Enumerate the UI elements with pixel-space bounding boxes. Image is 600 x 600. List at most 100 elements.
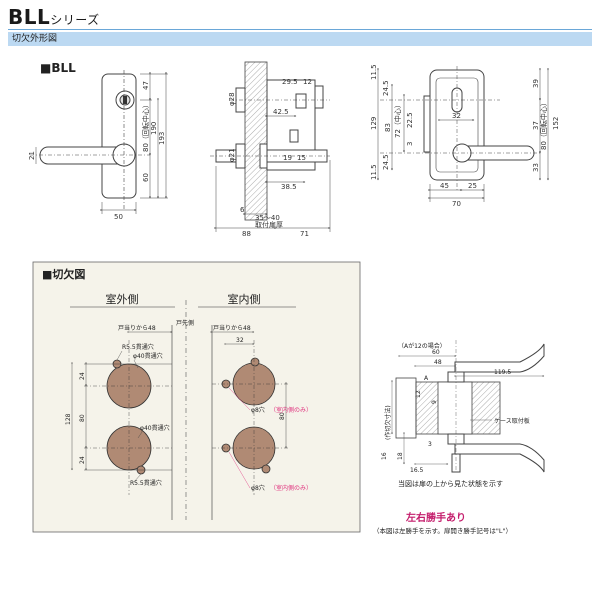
dim-side-door-thickness: 取付扉厚: [255, 220, 283, 229]
dim-back-24-5-top: 24.5: [382, 80, 390, 96]
top-dim-60: 60: [432, 349, 440, 356]
dim-back-37: 37: [532, 121, 540, 130]
dim-back-83: 83: [384, 123, 392, 132]
dim-front-21: 21: [28, 151, 36, 160]
indoor-annotations: 戸当りから48 32 80 φ8穴 （室内側のみ） φ8穴 （室内側のみ）: [213, 324, 312, 492]
dim-front-193: 193: [158, 132, 166, 145]
top-dim-119-5: 119.5: [494, 369, 511, 376]
outdoor-cutout: [71, 331, 173, 495]
outdoor-note-r5-upper: R5.5貫通穴: [122, 343, 154, 351]
dim-side-phi21: φ21: [228, 148, 236, 162]
outline-label: ■BLL: [40, 61, 76, 75]
front-view-dims: 47 193 190 80（回転中心） 60 21 50: [28, 81, 166, 221]
title-rule: [8, 29, 592, 30]
side-view: [210, 61, 331, 232]
dim-side-6: 6: [240, 206, 245, 214]
indoor-dim-32: 32: [236, 337, 244, 344]
outdoor-annotations: 戸当りから48 R5.5貫通穴 φ40貫通穴 φ40貫通穴 R5.5貫通穴 12…: [65, 324, 170, 487]
handing-note: （本図は左勝手を示す。扉開き勝手記号は"L"）: [373, 526, 512, 535]
dim-front-47: 47: [142, 81, 150, 90]
dim-front-60: 60: [142, 173, 150, 182]
dim-front-80: 80（回転中心）: [141, 101, 150, 152]
top-dim-a: A: [424, 375, 429, 382]
dim-back-72: 72（中心）: [393, 101, 402, 138]
top-dim-3: 3: [428, 441, 432, 448]
front-view: [30, 70, 168, 214]
dim-back-45: 45: [440, 182, 449, 190]
dim-back-152: 152: [552, 117, 560, 130]
dim-side-15: 15: [297, 154, 306, 162]
top-case: [437, 381, 473, 435]
back-edge-plate: [423, 95, 431, 153]
handing-title: 左右勝手あり: [405, 511, 466, 524]
dim-back-3: 3: [406, 142, 414, 146]
top-upper-lever: [454, 343, 545, 373]
dim-back-11-5-bottom: 11.5: [370, 164, 378, 180]
top-door-frame: [395, 377, 417, 439]
series-title: BLLシリーズ: [8, 5, 100, 29]
dim-back-24-5-bottom: 24.5: [382, 154, 390, 170]
top-dim-cutout: (作切欠寸法): [384, 405, 392, 440]
top-dim-16-5: 16.5: [410, 467, 424, 474]
top-dim-9: 9: [431, 400, 438, 404]
case-mount-label: ケース取付板: [494, 417, 530, 425]
indoor-dim-80: 80: [279, 412, 286, 420]
indoor-hole-a: φ8穴: [251, 406, 265, 414]
dim-back-25: 25: [468, 182, 477, 190]
outdoor-dim-24-top: 24: [79, 372, 86, 380]
dim-side-35-40: 35〜40: [255, 214, 280, 222]
indoor-hole-a-note: （室内側のみ）: [270, 406, 312, 414]
side-view-dims: 29.5 12 φ28 42.5 φ21 19 15 38.5 6 35〜40 …: [228, 78, 312, 238]
indoor-cutout: [210, 331, 290, 495]
dim-side-29-5: 29.5: [282, 78, 298, 86]
outdoor-note-phi40-lower: φ40貫通穴: [140, 424, 170, 432]
top-dim-12: 12: [415, 390, 422, 398]
dim-back-32: 32: [452, 112, 461, 120]
indoor-hole-b-note: （室内側のみ）: [270, 484, 312, 492]
series-main: BLL: [8, 5, 51, 29]
outdoor-dim-80: 80: [79, 414, 86, 422]
indoor-lower-pin: [261, 464, 271, 474]
top-dim-48: 48: [434, 359, 442, 366]
dim-back-80: 80（回転中心）: [539, 99, 548, 150]
dim-front-190: 190: [150, 122, 158, 135]
dim-back-129: 129: [370, 117, 378, 130]
outdoor-note-from-stop: 戸当りから48: [118, 324, 156, 332]
front-face-plate: [314, 85, 324, 109]
indoor-side-label: 室内側: [228, 292, 261, 306]
top-view-caption: 当図は扉の上から見た状態を示す: [398, 479, 503, 488]
top-view: [391, 340, 545, 473]
deadbolt-block: [295, 93, 307, 109]
top-dim-18: 18: [397, 452, 404, 460]
indoor-annotation-leaders: [228, 387, 251, 489]
indoor-hole-b: φ8穴: [251, 484, 265, 492]
dim-front-50: 50: [114, 213, 123, 221]
dim-back-22-5: 22.5: [406, 112, 414, 128]
section-band: 切欠外形図: [8, 32, 592, 46]
top-view-dims: （Aが12の場合） 60 48 A 119.5 12 9 16 18 3 16.…: [381, 342, 530, 488]
indoor-upper-pin: [250, 357, 260, 367]
top-dim-16-left: 16: [381, 452, 388, 460]
dim-side-71: 71: [300, 230, 309, 238]
indoor-note-from-stop: 戸当りから48: [213, 324, 251, 332]
outdoor-note-r5-lower: R5.5貫通穴: [130, 479, 162, 487]
back-view: [377, 66, 549, 202]
latch-block: [289, 129, 299, 143]
cutout-label: ■切欠図: [42, 267, 85, 281]
dim-side-42-5: 42.5: [273, 108, 289, 116]
dim-side-88: 88: [242, 230, 251, 238]
series-suffix: シリーズ: [50, 13, 100, 27]
door-edge-label: 戸先側: [176, 319, 194, 327]
dim-side-phi28: φ28: [228, 92, 236, 106]
dim-back-70: 70: [452, 200, 461, 208]
outdoor-dim-128: 128: [65, 413, 72, 425]
top-a-note: （Aが12の場合）: [398, 342, 446, 350]
dim-side-38-5: 38.5: [281, 183, 297, 191]
dim-side-12: 12: [303, 78, 312, 86]
outdoor-note-phi40-upper: φ40貫通穴: [133, 352, 163, 360]
dim-back-33: 33: [532, 163, 540, 172]
dim-back-11-5-top: 11.5: [370, 64, 378, 80]
outdoor-side-label: 室外側: [106, 292, 139, 306]
